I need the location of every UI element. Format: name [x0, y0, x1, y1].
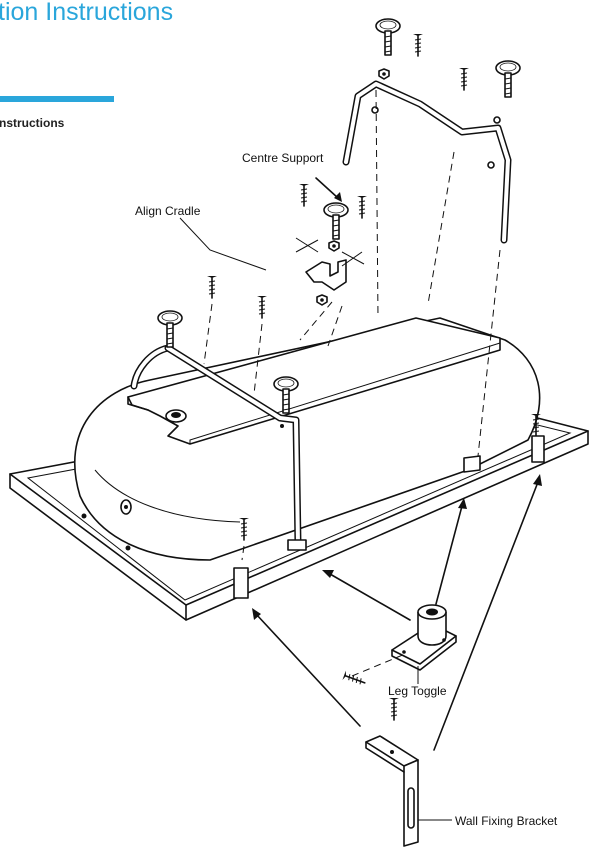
direction-arrows [252, 177, 542, 751]
title-underline [0, 96, 114, 102]
align-cradle-label: Align Cradle [135, 204, 201, 218]
alignment-lines [203, 89, 501, 677]
section-subheading: nstructions [0, 116, 65, 130]
frame-brackets [233, 435, 545, 599]
leg-toggle-label: Leg Toggle [388, 684, 447, 698]
wall-fixing-bracket-label: Wall Fixing Bracket [455, 814, 558, 828]
leg-toggle-part [341, 604, 457, 689]
leader-lines [179, 217, 452, 821]
centre-support-part [295, 202, 365, 306]
centre-support-label: Centre Support [242, 151, 324, 165]
page-title: tion Instructions [0, 0, 174, 26]
bath-tub [74, 317, 541, 561]
lower-cradle [130, 310, 307, 551]
upper-cradle [342, 18, 521, 244]
wall-fixing-bracket-part [365, 735, 419, 847]
